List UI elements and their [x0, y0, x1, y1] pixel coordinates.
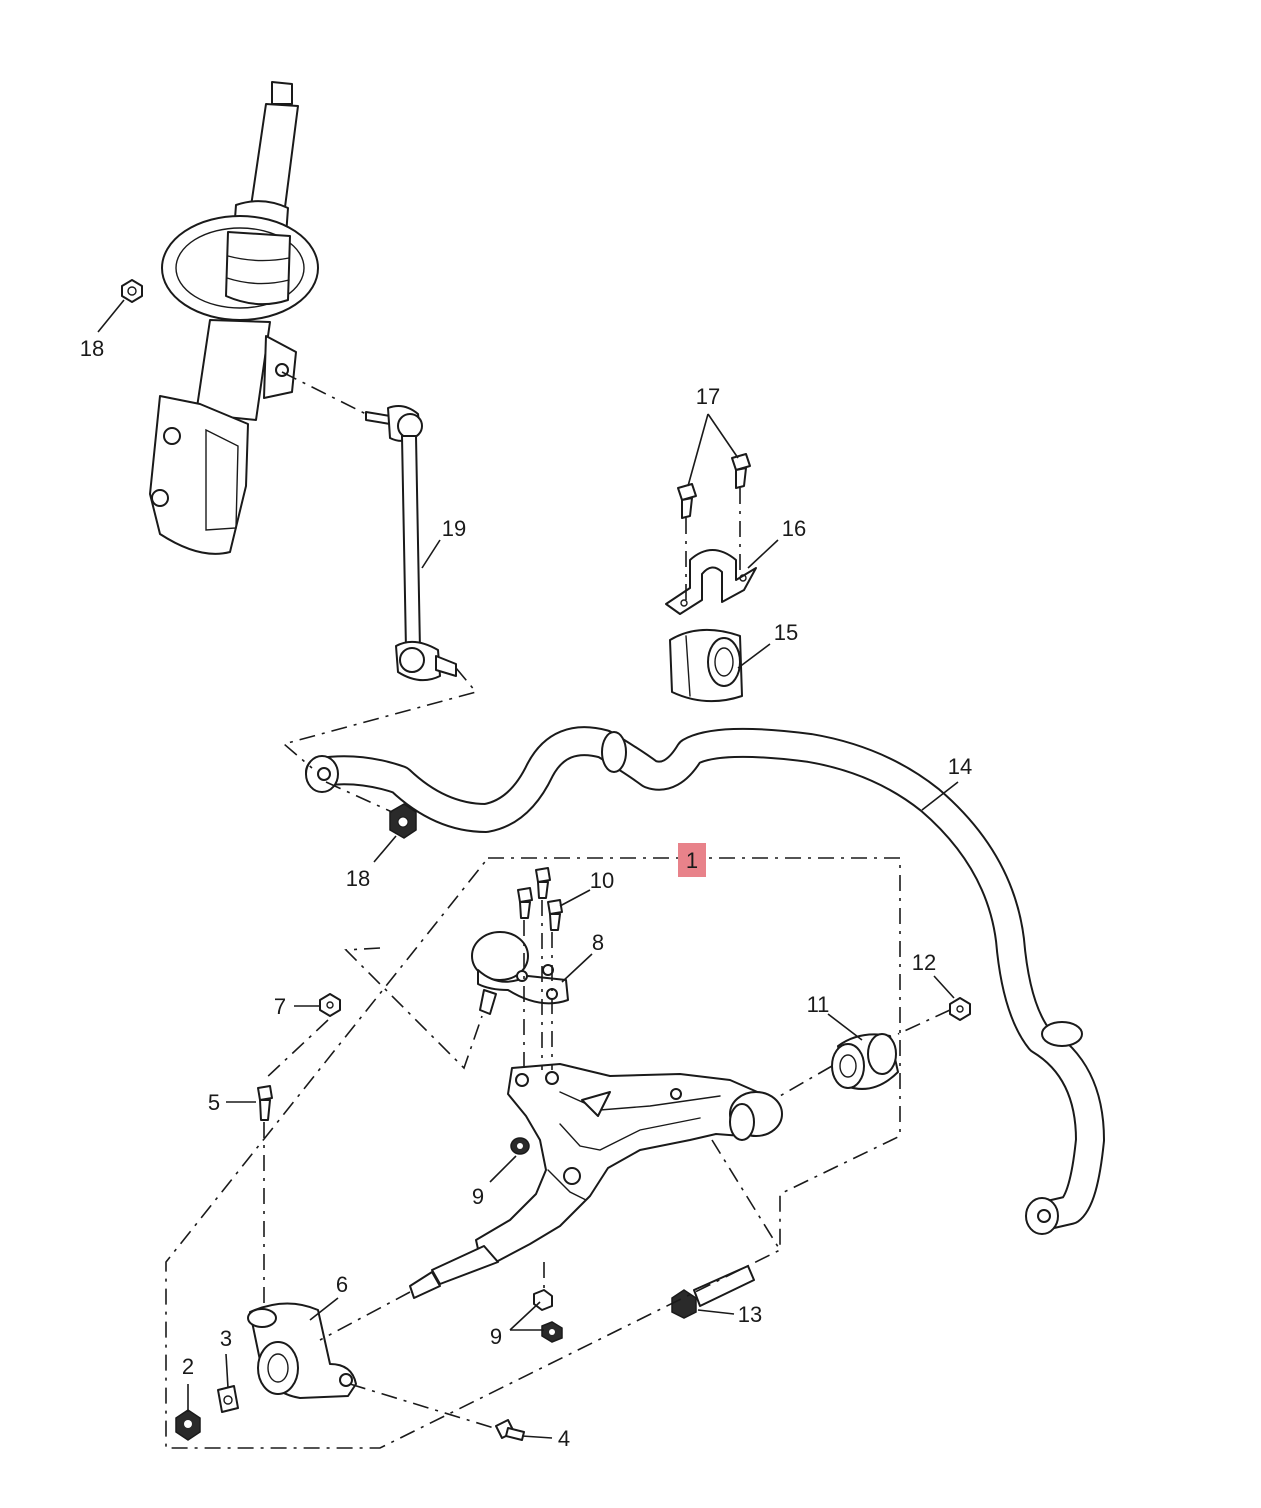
- callout-6: 6: [336, 1272, 348, 1297]
- bolt-17-right: [731, 453, 751, 489]
- front-bushing-11: [831, 1033, 899, 1090]
- nut-18-upper: [121, 279, 143, 303]
- nut-9-lower-a: [533, 1289, 553, 1311]
- ball-joint: [471, 931, 569, 1015]
- callout-17: 17: [696, 384, 720, 409]
- bolt-10-a: [517, 887, 533, 919]
- stabilizer-link: [365, 405, 457, 682]
- callout-18-lower: 18: [346, 866, 370, 891]
- nut-9-upper: [510, 1137, 530, 1155]
- assembly-outlines: [165, 371, 951, 1449]
- callout-9-lower: 9: [490, 1324, 502, 1349]
- bar-clamp: [665, 549, 757, 615]
- nut-18-lower: [389, 803, 417, 839]
- callout-7: 7: [274, 994, 286, 1019]
- callout-9-upper: 9: [472, 1184, 484, 1209]
- bolt-10-b: [535, 867, 551, 899]
- callout-11: 11: [807, 992, 830, 1017]
- nut-7: [319, 993, 341, 1017]
- callout-13: 13: [738, 1302, 762, 1327]
- bolt-10-c: [547, 899, 563, 931]
- nut-9-lower-b: [541, 1321, 563, 1343]
- callout-3: 3: [220, 1326, 232, 1351]
- strut-assembly: [149, 81, 319, 555]
- washer-3: [217, 1385, 239, 1413]
- callout-14: 14: [948, 754, 972, 779]
- nut-12: [949, 997, 971, 1021]
- bar-bushing: [669, 628, 743, 703]
- callout-12: 12: [912, 950, 936, 975]
- callout-8: 8: [592, 930, 604, 955]
- callout-19: 19: [442, 516, 466, 541]
- callout-2: 2: [182, 1354, 194, 1379]
- leader-lines: [97, 299, 959, 1439]
- callout-1-highlight: [678, 843, 706, 877]
- nut-2: [175, 1409, 201, 1441]
- stabilizer-bar: [305, 726, 1105, 1235]
- bolt-4: [495, 1419, 525, 1441]
- callout-5: 5: [208, 1090, 220, 1115]
- bolt-17-left: [677, 483, 697, 519]
- callout-10: 10: [590, 868, 614, 893]
- bolt-5: [257, 1085, 273, 1121]
- callout-4: 4: [558, 1426, 570, 1451]
- lower-control-arm: [409, 1063, 783, 1299]
- callout-16: 16: [782, 516, 806, 541]
- callout-15: 15: [774, 620, 798, 645]
- callout-1: 1: [686, 848, 698, 873]
- callout-18-upper: 18: [80, 336, 104, 361]
- rear-bushing-bracket: [247, 1302, 357, 1399]
